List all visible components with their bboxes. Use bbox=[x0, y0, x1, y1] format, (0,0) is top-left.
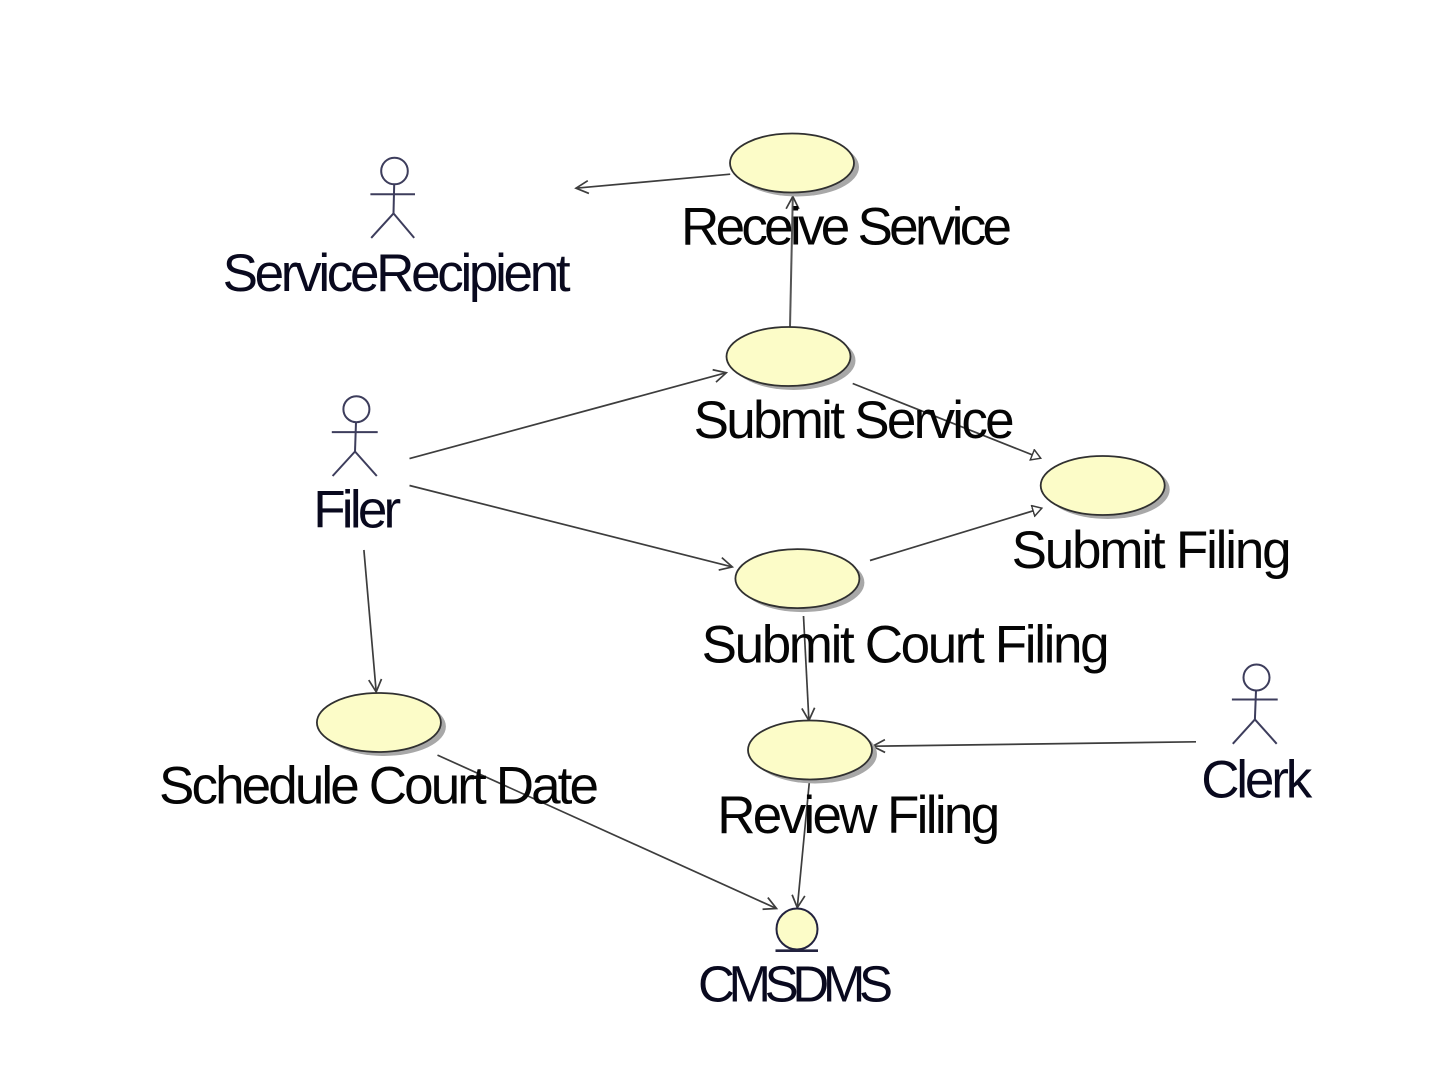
svg-text:CMSDMS: CMSDMS bbox=[698, 956, 893, 1013]
svg-text:Submit Filing: Submit Filing bbox=[1012, 521, 1292, 580]
svg-text:ServiceRecipient: ServiceRecipient bbox=[223, 244, 571, 303]
svg-text:Filer: Filer bbox=[313, 481, 401, 540]
svg-text:Receive Service: Receive Service bbox=[681, 197, 1012, 256]
svg-text:Clerk: Clerk bbox=[1201, 750, 1313, 809]
svg-text:Schedule Court Date: Schedule Court Date bbox=[159, 757, 599, 816]
svg-text:Review Filing: Review Filing bbox=[717, 786, 1000, 845]
svg-text:Submit Service: Submit Service bbox=[694, 391, 1015, 450]
svg-text:Submit Court Filing: Submit Court Filing bbox=[702, 616, 1110, 675]
